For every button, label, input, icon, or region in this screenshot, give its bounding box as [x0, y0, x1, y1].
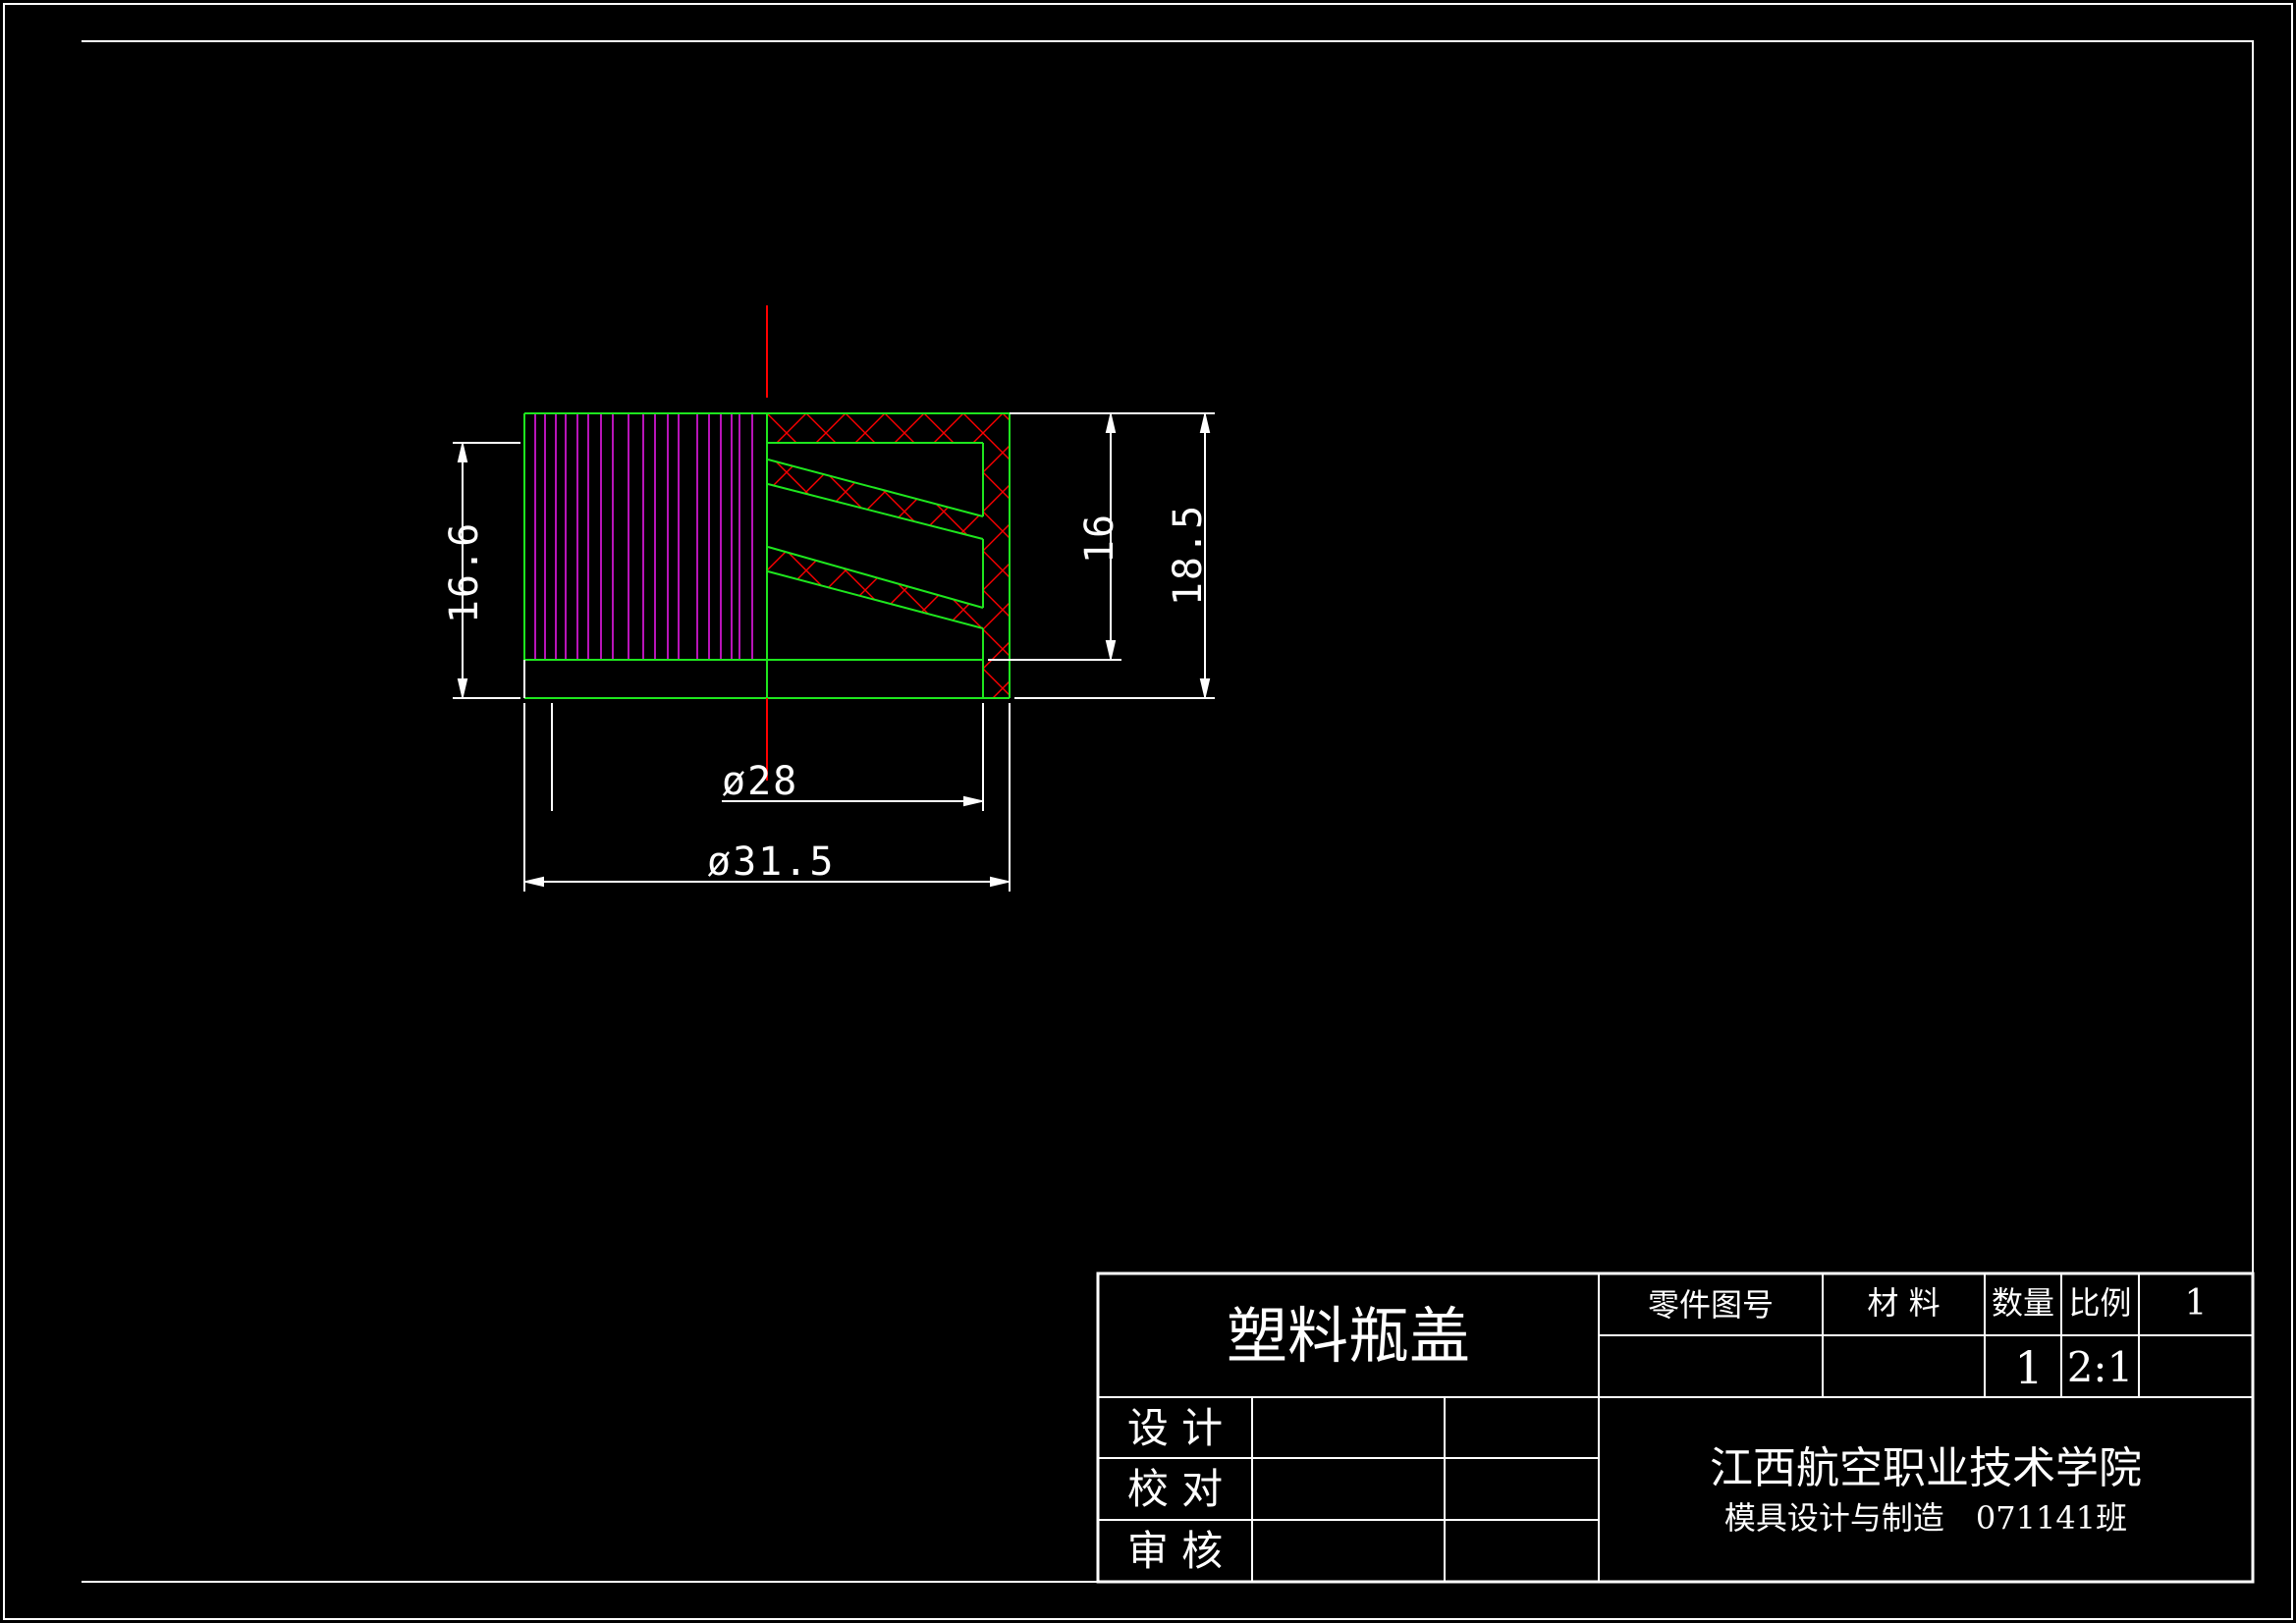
- department-class: 模具设计与制造 071141班: [1723, 1499, 2128, 1537]
- part-name: 塑料瓶盖: [1226, 1300, 1470, 1372]
- dim-left-height: 16.6: [442, 520, 487, 624]
- dim-outer-height: 18.5: [1166, 503, 1211, 607]
- part-number-label: 零件图号: [1647, 1286, 1774, 1324]
- dimension-lines: [453, 412, 1215, 892]
- role-design-label: 设 计: [1126, 1404, 1224, 1452]
- section-hatch: [767, 413, 1010, 698]
- role-approve-label: 审 核: [1126, 1527, 1224, 1575]
- school-name: 江西航空职业技术学院: [1710, 1443, 2142, 1493]
- knurl-lines: [534, 413, 753, 660]
- title-block-grid: [1096, 1271, 2255, 1584]
- dim-outer-diameter: ø31.5: [707, 839, 836, 885]
- material-label: 材 料: [1867, 1284, 1941, 1322]
- quantity-value: 1: [2014, 1341, 2044, 1394]
- part-outline: [523, 412, 1011, 699]
- dim-inner-diameter: ø28: [722, 759, 799, 804]
- scale-value: 2:1: [2066, 1343, 2134, 1391]
- role-check-label: 校 对: [1126, 1465, 1224, 1513]
- outer-sheet-border: [3, 3, 2293, 1620]
- sheet-value: 1: [2184, 1283, 2208, 1324]
- scale-label: 比例: [2068, 1284, 2132, 1322]
- dim-inner-height: 16: [1077, 512, 1122, 565]
- quantity-label: 数量: [1991, 1284, 2054, 1322]
